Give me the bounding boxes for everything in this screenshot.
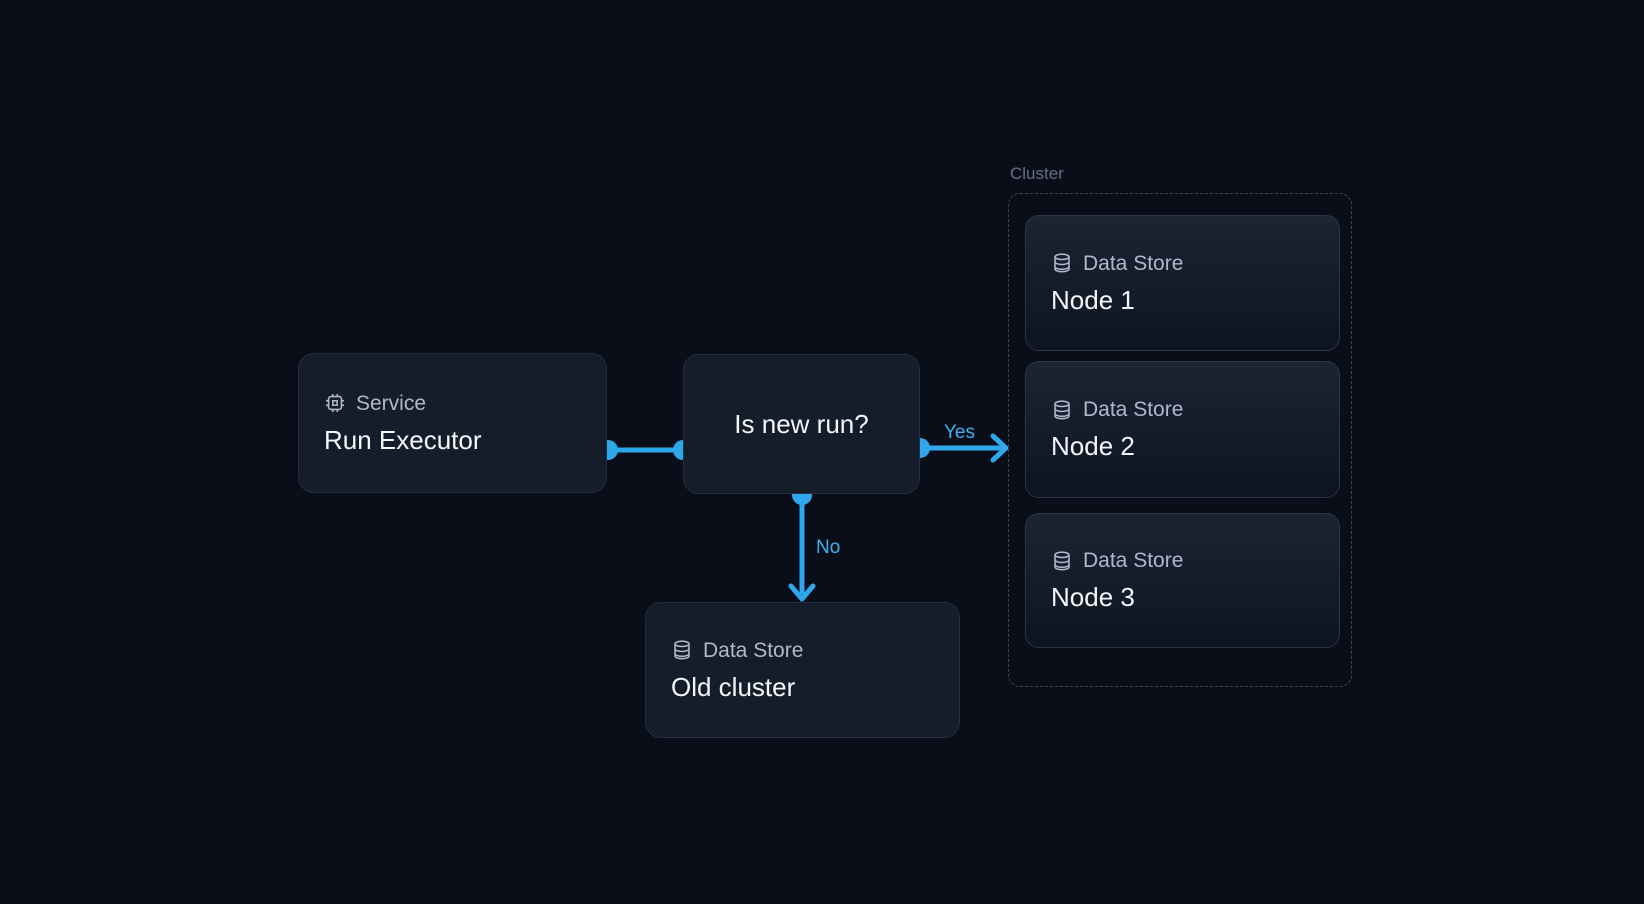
edge-label-yes: Yes	[944, 422, 975, 443]
database-icon	[1054, 551, 1070, 571]
node-cluster-node-2[interactable]: Data Store Node 2	[1025, 361, 1340, 498]
cluster-group-label: Cluster	[1010, 164, 1064, 183]
node-type-label: Data Store	[1083, 398, 1184, 422]
edge-executor-to-decision	[598, 440, 693, 460]
node-title: Run Executor	[324, 424, 482, 455]
node-type-row: Service	[324, 392, 426, 415]
node-type-label: Data Store	[703, 638, 804, 662]
node-type-label: Data Store	[1083, 549, 1184, 573]
database-icon	[674, 640, 690, 660]
node-type-row: Data Store	[1051, 252, 1183, 275]
node-old-cluster[interactable]: Data Store Old cluster	[645, 602, 960, 738]
node-title: Old cluster	[671, 671, 796, 702]
node-type-row: Data Store	[1051, 398, 1183, 421]
database-icon	[1054, 253, 1070, 273]
node-run-executor[interactable]: Service Run Executor	[298, 353, 607, 493]
edge-decision-no	[788, 485, 816, 602]
edge-label-no: No	[816, 537, 841, 558]
node-type-label: Service	[356, 391, 427, 415]
node-title: Is new run?	[734, 408, 869, 439]
database-icon	[1054, 400, 1070, 420]
node-title: Node 2	[1051, 431, 1135, 462]
node-title: Node 1	[1051, 284, 1135, 315]
node-type-row: Data Store	[1051, 549, 1183, 572]
node-title: Node 3	[1051, 582, 1135, 613]
node-decision-is-new-run[interactable]: Is new run?	[683, 354, 920, 494]
arrowhead-down-icon	[788, 583, 816, 602]
arrowhead-right-icon	[990, 433, 1009, 463]
node-type-row: Data Store	[671, 639, 803, 662]
node-type-label: Data Store	[1083, 251, 1184, 275]
cluster-group-box[interactable]	[1008, 193, 1352, 687]
node-cluster-node-3[interactable]: Data Store Node 3	[1025, 513, 1340, 648]
node-cluster-node-1[interactable]: Data Store Node 1	[1025, 215, 1340, 351]
cpu-icon	[326, 394, 344, 413]
